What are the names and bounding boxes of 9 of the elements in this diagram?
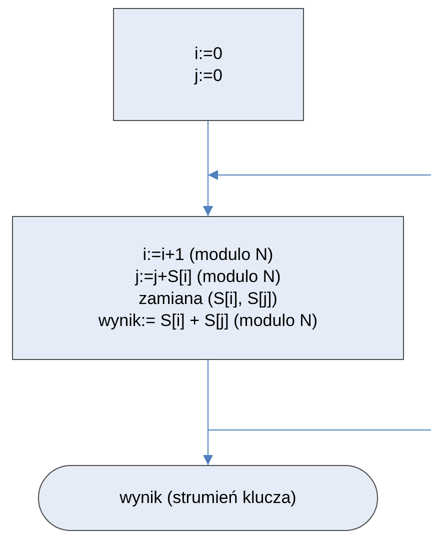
node-text: zamiana (S[i], S[j]) (138, 288, 278, 310)
process-box (12, 216, 404, 360)
node-text: i:=0 (194, 42, 222, 64)
node-text: j:=j+S[i] (modulo N) (135, 266, 281, 288)
node-text: j:=0 (194, 64, 222, 86)
node-text: wynik:= S[i] + S[j] (modulo N) (98, 310, 318, 332)
node-text: wynik (strumień klucza) (120, 487, 296, 509)
node-text: i:=i+1 (modulo N) (142, 244, 274, 266)
process-box (113, 8, 304, 121)
